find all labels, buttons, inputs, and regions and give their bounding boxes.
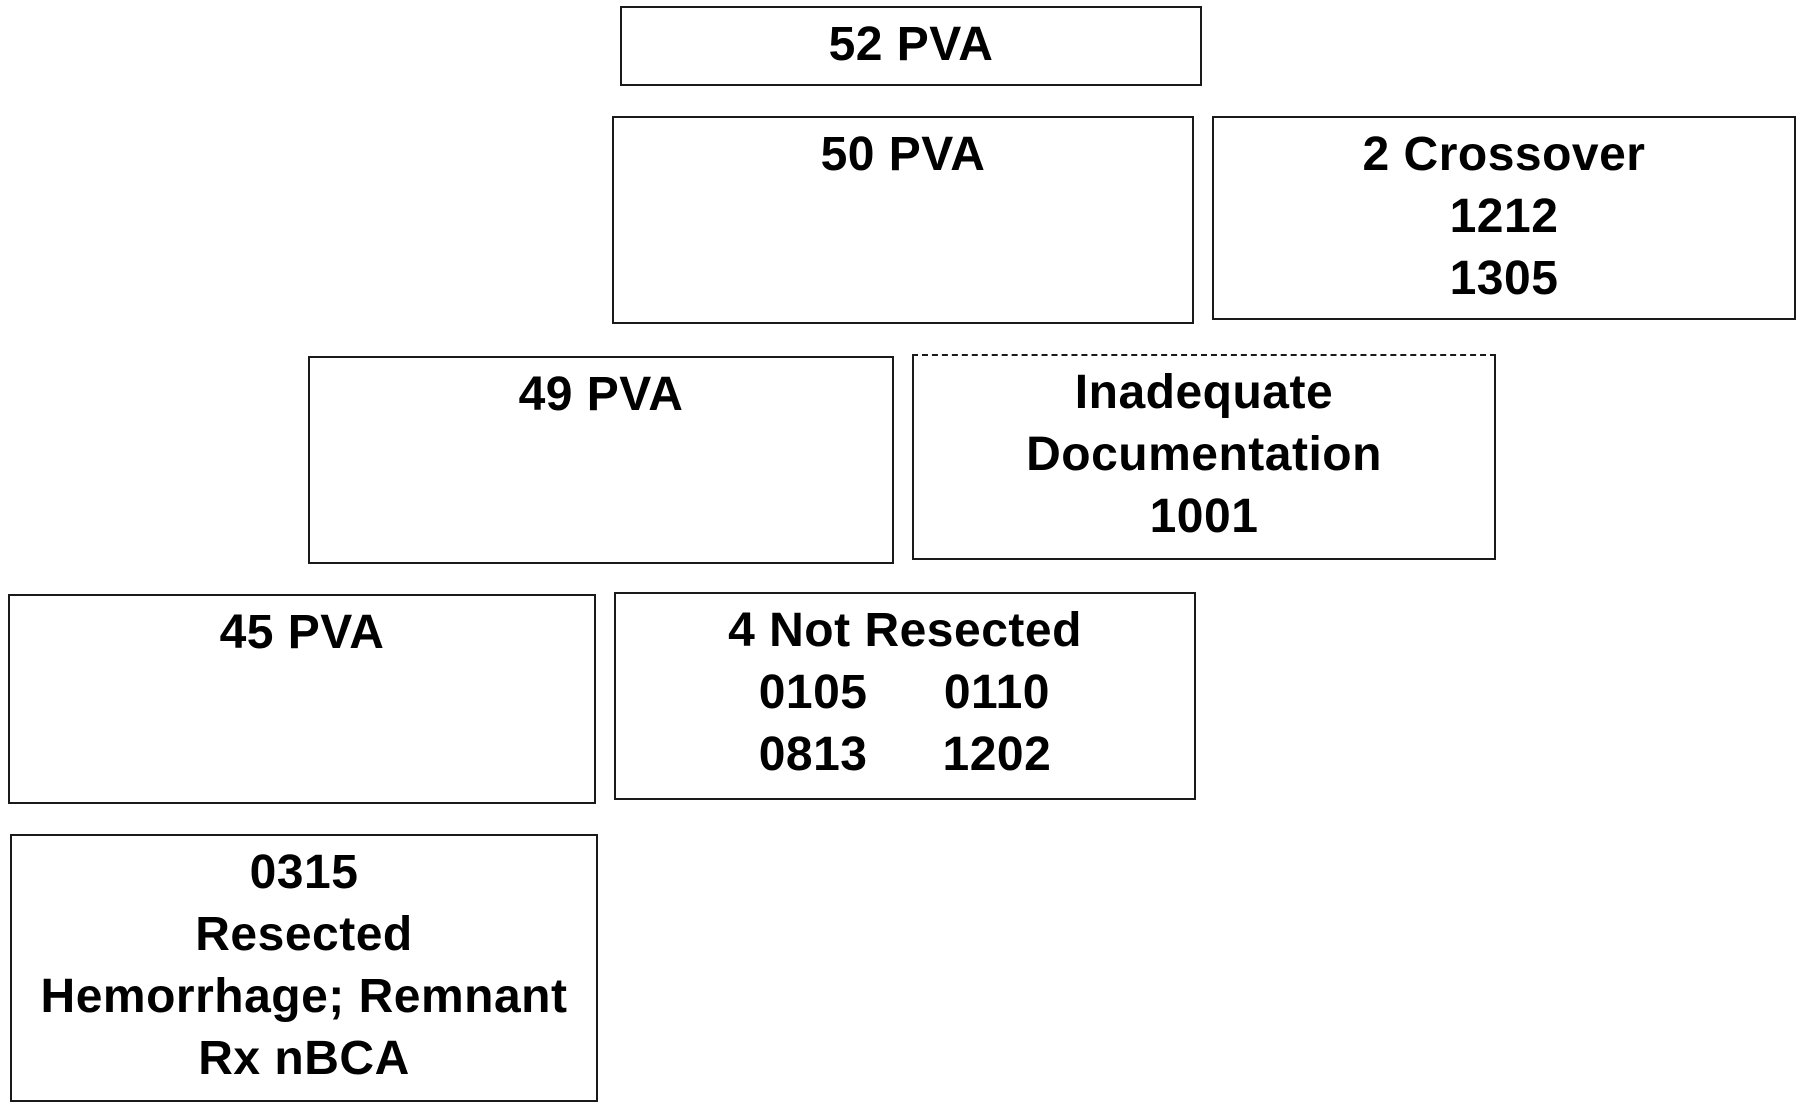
box-49-pva-label: 49 PVA bbox=[518, 368, 684, 421]
box-52-pva-label: 52 PVA bbox=[828, 18, 994, 71]
box-crossover: 2 Crossover 1212 1305 bbox=[1212, 116, 1796, 320]
box-50-pva-label: 50 PVA bbox=[820, 128, 986, 181]
not-resected-id: 1202 bbox=[942, 728, 1052, 781]
resected-id: 0315 bbox=[249, 846, 359, 899]
box-50-pva: 50 PVA bbox=[612, 116, 1194, 324]
resected-treatment: Rx nBCA bbox=[198, 1032, 410, 1085]
box-45-pva-label: 45 PVA bbox=[219, 606, 385, 659]
crossover-title: 2 Crossover bbox=[1362, 128, 1646, 181]
not-resected-title: 4 Not Resected bbox=[728, 604, 1082, 657]
box-52-pva: 52 PVA bbox=[620, 6, 1202, 86]
box-inadequate-documentation: Inadequate Documentation 1001 bbox=[912, 354, 1496, 560]
not-resected-id: 0110 bbox=[943, 666, 1050, 719]
box-resected: 0315 Resected Hemorrhage; Remnant Rx nBC… bbox=[10, 834, 598, 1102]
resected-outcome: Hemorrhage; Remnant bbox=[40, 970, 568, 1023]
not-resected-id: 0105 bbox=[758, 666, 868, 719]
not-resected-ids-row-1: 0105 0110 bbox=[616, 662, 1194, 724]
not-resected-id: 0813 bbox=[758, 728, 868, 781]
box-49-pva: 49 PVA bbox=[308, 356, 894, 564]
crossover-id-2: 1305 bbox=[1449, 252, 1559, 305]
not-resected-ids-row-2: 0813 1202 bbox=[616, 724, 1194, 786]
box-not-resected: 4 Not Resected 0105 0110 0813 1202 bbox=[614, 592, 1196, 800]
resected-status: Resected bbox=[195, 908, 413, 961]
crossover-id-1: 1212 bbox=[1449, 190, 1559, 243]
box-45-pva: 45 PVA bbox=[8, 594, 596, 804]
inadequate-line-1: Inadequate bbox=[1074, 366, 1334, 419]
inadequate-id: 1001 bbox=[1149, 490, 1259, 543]
inadequate-line-2: Documentation bbox=[1026, 428, 1382, 481]
